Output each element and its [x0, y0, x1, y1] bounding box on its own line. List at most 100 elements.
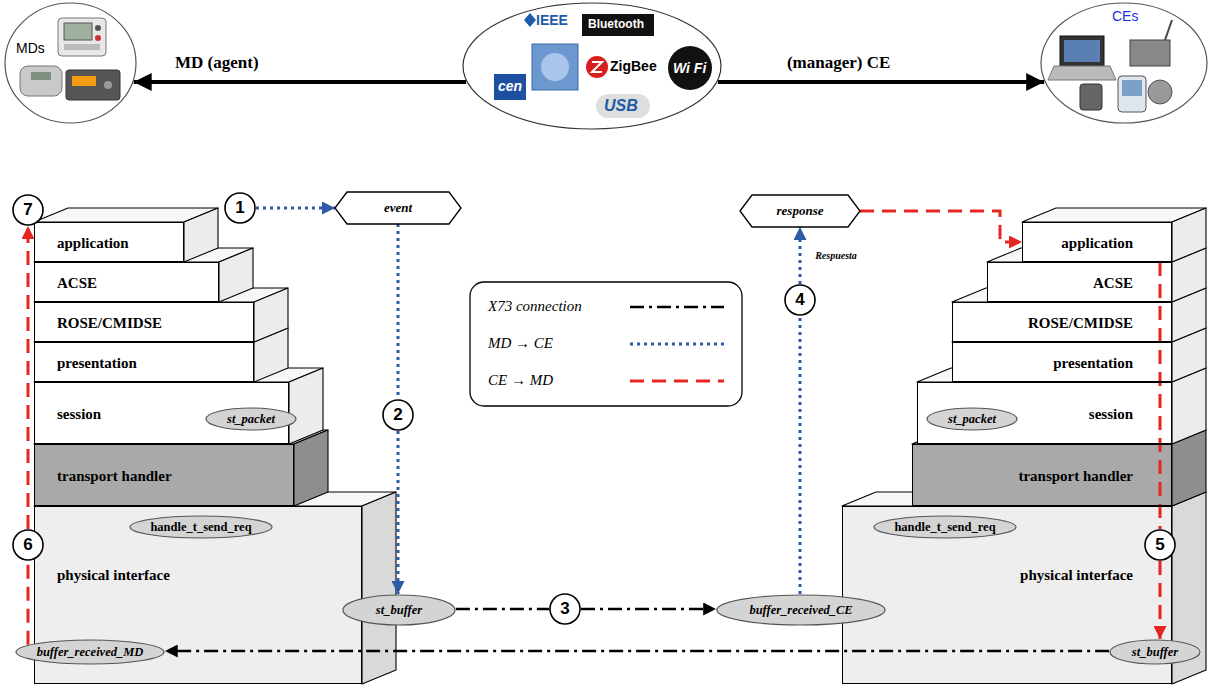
layer-front-face — [987, 262, 1172, 302]
circle-outline — [383, 400, 413, 430]
md-to-ce-flow — [397, 431, 400, 594]
hexagon-outline — [740, 195, 860, 227]
edge-label: (manager) CE — [784, 53, 893, 73]
drawing-part — [1130, 40, 1170, 66]
node-label: handle_t_send_req — [894, 520, 995, 535]
layer-front-face — [952, 342, 1172, 382]
function-ellipse: st_packet — [205, 407, 297, 431]
node-label: Bluetooth — [588, 17, 644, 31]
node-label: buffer_received_MD — [37, 645, 144, 660]
md-devices-illustration — [20, 18, 120, 100]
callout-number: 5 — [1144, 529, 1176, 561]
callout-text: 3 — [560, 599, 569, 619]
drawing-part — [582, 14, 654, 36]
drawing-part — [1118, 76, 1146, 112]
node-label: ZigBee — [610, 58, 657, 74]
callout-text: 4 — [795, 290, 804, 310]
buffer-ellipse: st_buffer — [342, 594, 456, 626]
standards-logos-illustration — [494, 13, 712, 118]
node-label: st_packet — [227, 412, 275, 427]
layer-side-face — [254, 288, 288, 342]
ce-to-md-flow — [1159, 561, 1162, 639]
legend-line-sample — [630, 306, 724, 309]
circle-outline — [1145, 530, 1175, 560]
function-ellipse: handle_t_send_req — [873, 515, 1017, 539]
node-label: IEEE — [536, 12, 568, 28]
drawing-part — [1122, 80, 1142, 96]
association-arrow — [718, 80, 1044, 84]
legend-text: MD → CE — [488, 335, 553, 352]
md-to-ce-flow — [256, 207, 335, 210]
circle-outline — [550, 594, 580, 624]
layer-front-face — [34, 222, 184, 262]
node-label: transport handler — [57, 468, 172, 485]
node-label: response — [777, 203, 824, 219]
legend-text: X73 connection — [488, 298, 582, 315]
ellipse-outline — [927, 408, 1017, 430]
drawing-part — [494, 74, 526, 100]
association-arrow — [134, 80, 466, 84]
ellipse-outline — [1110, 640, 1200, 664]
callout-text: 1 — [235, 198, 244, 218]
buffer-ellipse: st_buffer — [1109, 639, 1201, 665]
node-label: event — [384, 200, 412, 216]
ce-group-circle: CEs — [1040, 2, 1208, 124]
md-to-ce-flow — [799, 227, 802, 284]
transport-layer: transport handler — [912, 444, 1172, 506]
protocol-layer: st_packet session — [917, 382, 1172, 444]
protocol-layer: ACSE — [987, 262, 1172, 302]
drawing-part — [1080, 84, 1102, 110]
hexagon-outline — [335, 192, 461, 224]
legend-line-sample — [630, 343, 724, 346]
protocol-layer: presentation — [34, 342, 254, 382]
ce-devices-illustration — [1048, 20, 1172, 112]
drawing-part — [1060, 36, 1104, 66]
standards-oval: IEEEBluetoothcenZigBeeWi FiUSB — [462, 2, 722, 130]
circle-outline — [13, 195, 43, 225]
layer-front-face — [34, 444, 294, 506]
ellipse-outline — [717, 595, 885, 625]
layer-side-face — [1172, 208, 1206, 262]
node-label: buffer_received_CE — [749, 603, 852, 618]
node-label: st_packet — [948, 412, 996, 427]
protocol-layer: ROSE/CMIDSE — [952, 302, 1172, 342]
protocol-layer: ROSE/CMIDSE — [34, 302, 254, 342]
physical-layer: handle_t_send_reqst_bufferbuffer_receive… — [34, 506, 362, 684]
layer-front-face — [34, 382, 289, 444]
ellipse-outline — [874, 516, 1016, 538]
node-outline — [4, 2, 137, 124]
drawing-part — [1064, 40, 1100, 62]
x73-connection — [165, 650, 1109, 653]
protocol-layer: application — [1022, 222, 1172, 262]
node-label: handle_t_send_req — [150, 520, 251, 535]
circle-outline — [225, 193, 255, 223]
drawing-part — [31, 72, 51, 80]
md-to-ce-flow — [799, 316, 802, 594]
drawing-part — [592, 62, 602, 72]
ce-to-md-flow — [27, 226, 30, 529]
layer-front-face — [912, 444, 1172, 506]
ellipse-outline — [16, 640, 164, 664]
drawing-part — [596, 94, 650, 118]
circle-outline — [785, 285, 815, 315]
drawing-part — [64, 23, 92, 40]
drawing-part — [541, 53, 569, 81]
node-label: st_buffer — [376, 603, 422, 618]
x73-connection — [581, 608, 716, 611]
callout-number: 2 — [382, 399, 414, 431]
node-label: ROSE/CMIDSE — [57, 315, 162, 332]
function-ellipse: handle_t_send_req — [129, 515, 273, 539]
legend-text: CE → MD — [488, 372, 553, 389]
callout-number: 7 — [12, 194, 44, 226]
callout-number: 6 — [12, 529, 44, 561]
node-label: session — [1089, 406, 1133, 423]
drawing-part — [95, 25, 101, 31]
ce-to-md-flow — [27, 561, 30, 645]
transport-layer: transport handler — [34, 444, 294, 506]
callout-number: 3 — [549, 593, 581, 625]
node-label: ROSE/CMIDSE — [1028, 315, 1133, 332]
circle-outline — [13, 530, 43, 560]
protocol-layer: presentation — [952, 342, 1172, 382]
